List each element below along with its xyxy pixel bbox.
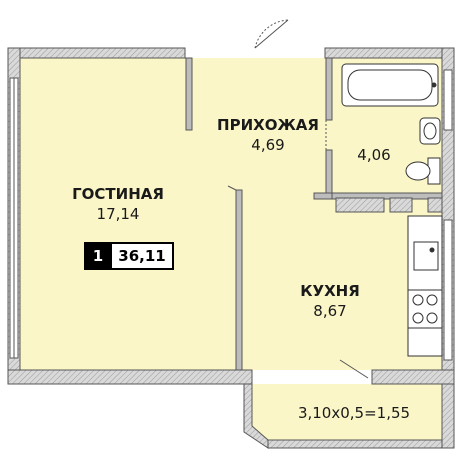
right-windows: [443, 69, 453, 361]
balcony-floor: [252, 384, 442, 440]
hall-name: ПРИХОЖАЯ: [217, 116, 319, 134]
left-window: [9, 77, 19, 359]
balcony: [243, 383, 455, 449]
bathroom-area: 4,06: [357, 146, 391, 164]
bathtub: [341, 63, 439, 107]
kitchen-sink: [413, 241, 439, 271]
kitchen-counter: [407, 215, 443, 357]
wall-hall-bath: [325, 57, 333, 121]
entrance-door: [254, 19, 289, 49]
wall-living-kitchen: [235, 189, 243, 371]
hall-area: 4,69: [251, 136, 285, 154]
balcony-door: [339, 359, 369, 379]
interior-walls: [185, 57, 443, 371]
wall-kitchen-stub: [313, 192, 333, 200]
partition-detail: [335, 197, 443, 213]
apartment-badge: 1 36,11: [84, 242, 174, 270]
kitchen-name: КУХНЯ: [300, 282, 360, 300]
stove: [407, 289, 443, 329]
wall-top-left: [7, 47, 186, 59]
living-room-area: 17,14: [96, 205, 140, 223]
living-room-name: ГОСТИНАЯ: [72, 185, 164, 203]
wall-living-hall-top: [185, 57, 193, 131]
living-door: [227, 185, 237, 191]
total-area: 36,11: [112, 242, 174, 270]
hall-floor: [190, 58, 330, 198]
wall-top-right: [324, 47, 453, 59]
wall-bottom-right: [371, 369, 455, 385]
bathroom-sink: [419, 117, 441, 145]
wall-bottom-left: [7, 369, 253, 385]
rooms-count: 1: [84, 242, 112, 270]
wall-hall-bath-low: [325, 149, 333, 199]
toilet: [405, 157, 441, 185]
kitchen-area: 8,67: [313, 302, 347, 320]
balcony-area: 3,10x0,5=1,55: [297, 404, 411, 422]
